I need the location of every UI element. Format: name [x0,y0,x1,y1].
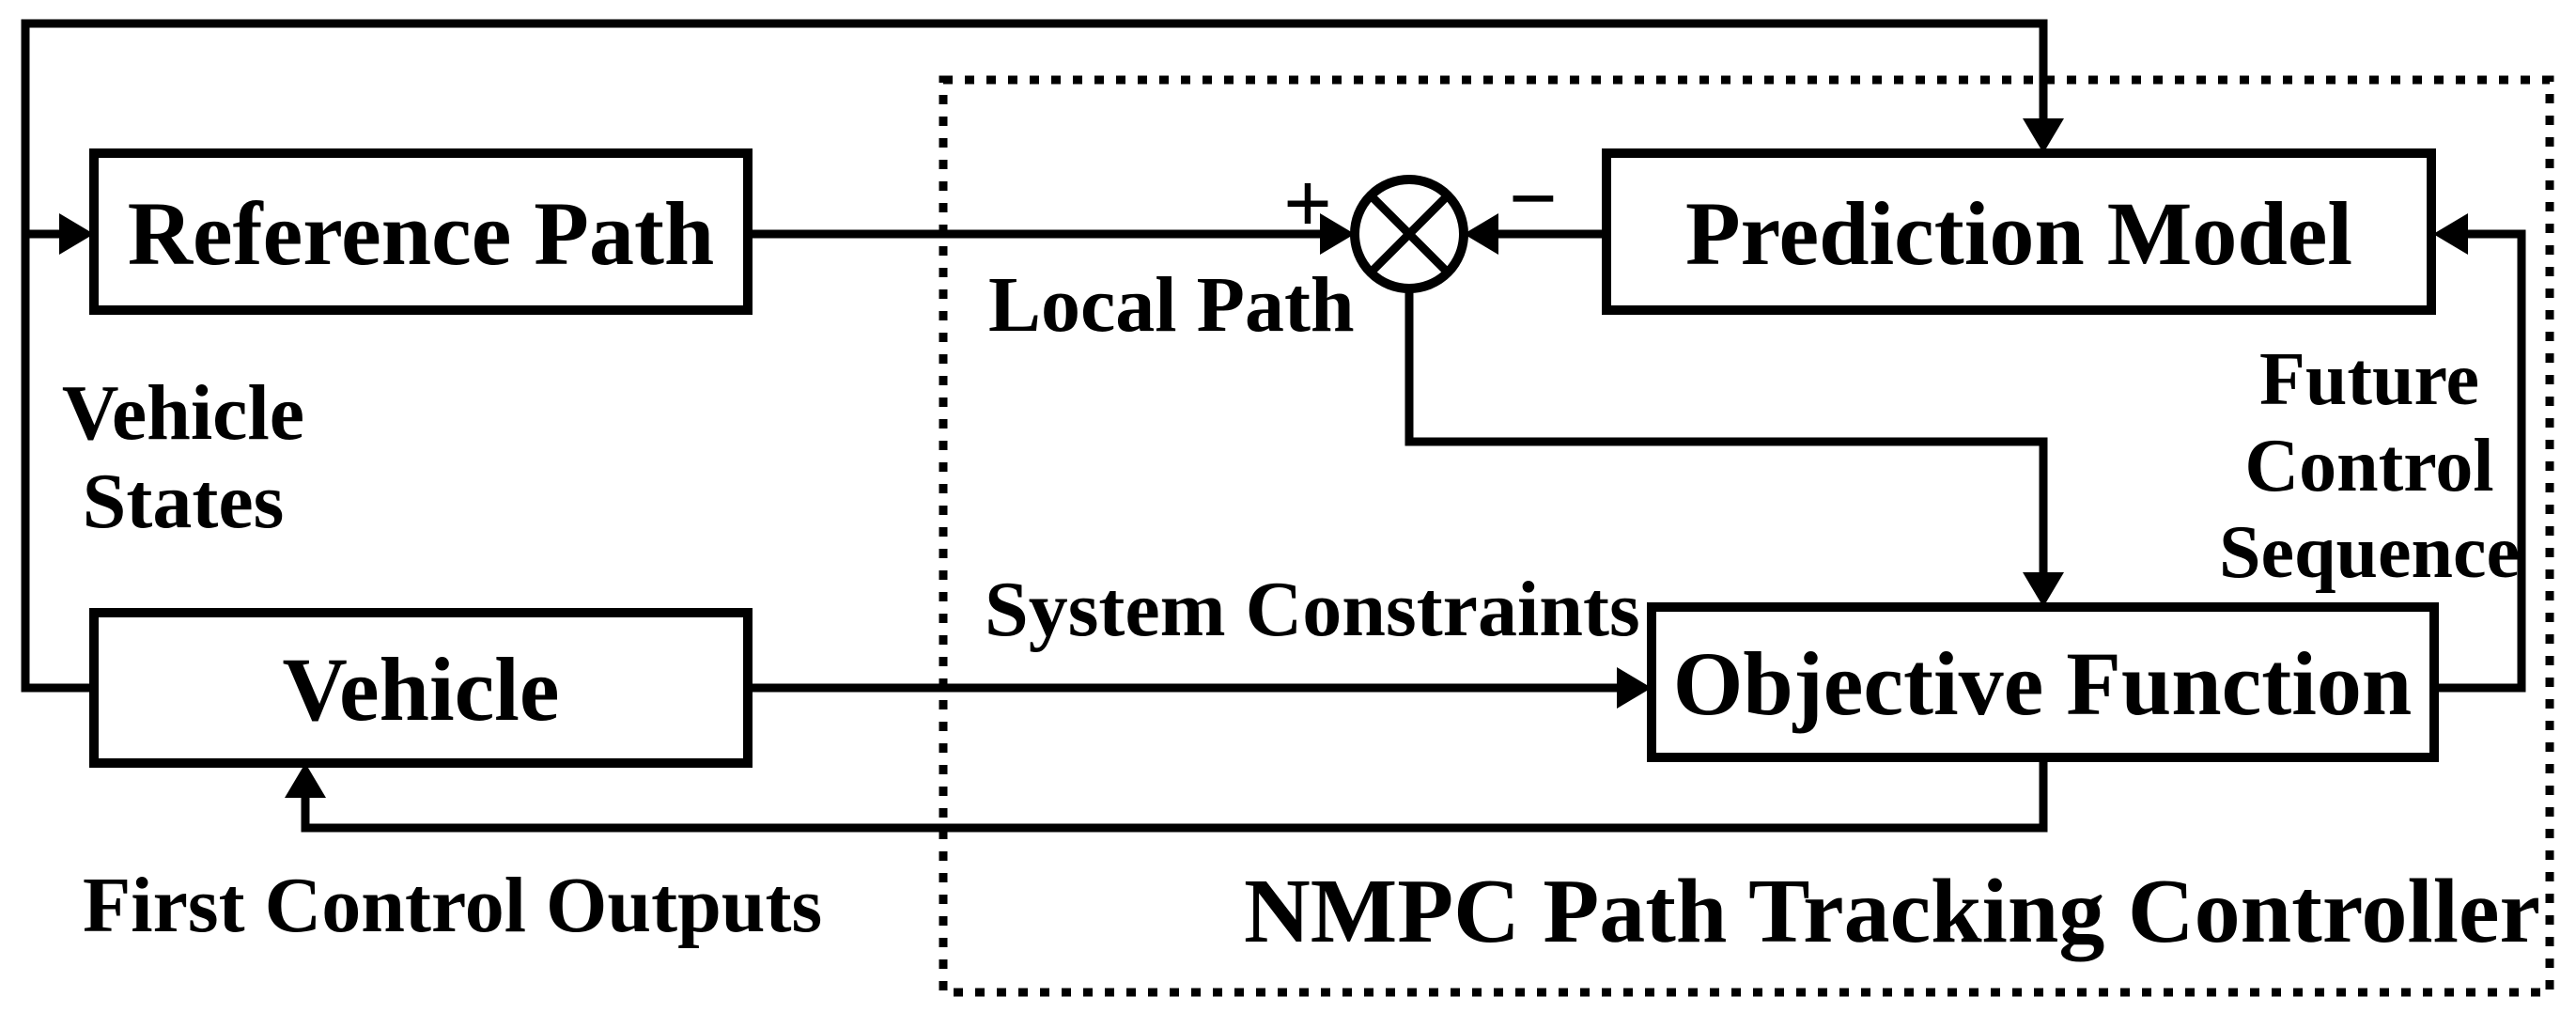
prediction-model-label: Prediction Model [1685,183,2352,284]
future-control-sequence-label-line3: Sequence [2219,511,2520,594]
vehicle-states-label-line1: Vehicle [62,369,304,457]
arrowhead-into-vehicle-bottom [285,763,326,798]
objective-function-block [1647,602,2439,762]
reference-path-label: Reference Path [128,183,715,284]
arrowhead-into-prediction-model-top [2023,118,2064,153]
vehicle-states-label-line2: States [83,458,285,545]
wire-junction-to-objective [1404,290,2048,587]
local-path-label: Local Path [988,261,1355,349]
diagram-title: NMPC Path Tracking Controller [1244,861,2540,962]
vehicle-label: Vehicle [282,639,559,740]
arrowhead-into-prediction-model-right [2433,213,2468,255]
objective-function-label: Objective Function [1673,633,2413,734]
prediction-model-block [1602,148,2436,315]
system-constraints-label: System Constraints [985,566,1640,653]
minus-sign: − [1509,150,1558,246]
wire-objective-to-vehicle [301,757,2048,833]
arrowhead-into-objective-left [1617,667,1652,709]
arrowhead-junction-minus-input [1464,213,1498,255]
arrowhead-into-reference-path [59,213,94,255]
future-control-sequence-label-line2: Control [2244,425,2493,507]
vehicle-block [89,608,753,768]
summing-junction-icon [1350,175,1468,293]
wire-vehicle-states-feedback [21,19,2048,693]
arrowhead-junction-plus-input [1320,213,1355,255]
nmpc-controller-boundary [939,75,2554,997]
arrowhead-into-objective-top [2023,572,2064,607]
future-control-sequence-label-line1: Future [2259,338,2479,421]
reference-path-block [89,148,753,315]
wire-objective-to-prediction [2434,229,2526,693]
first-control-outputs-label: First Control Outputs [83,862,822,949]
plus-sign: + [1283,155,1332,251]
